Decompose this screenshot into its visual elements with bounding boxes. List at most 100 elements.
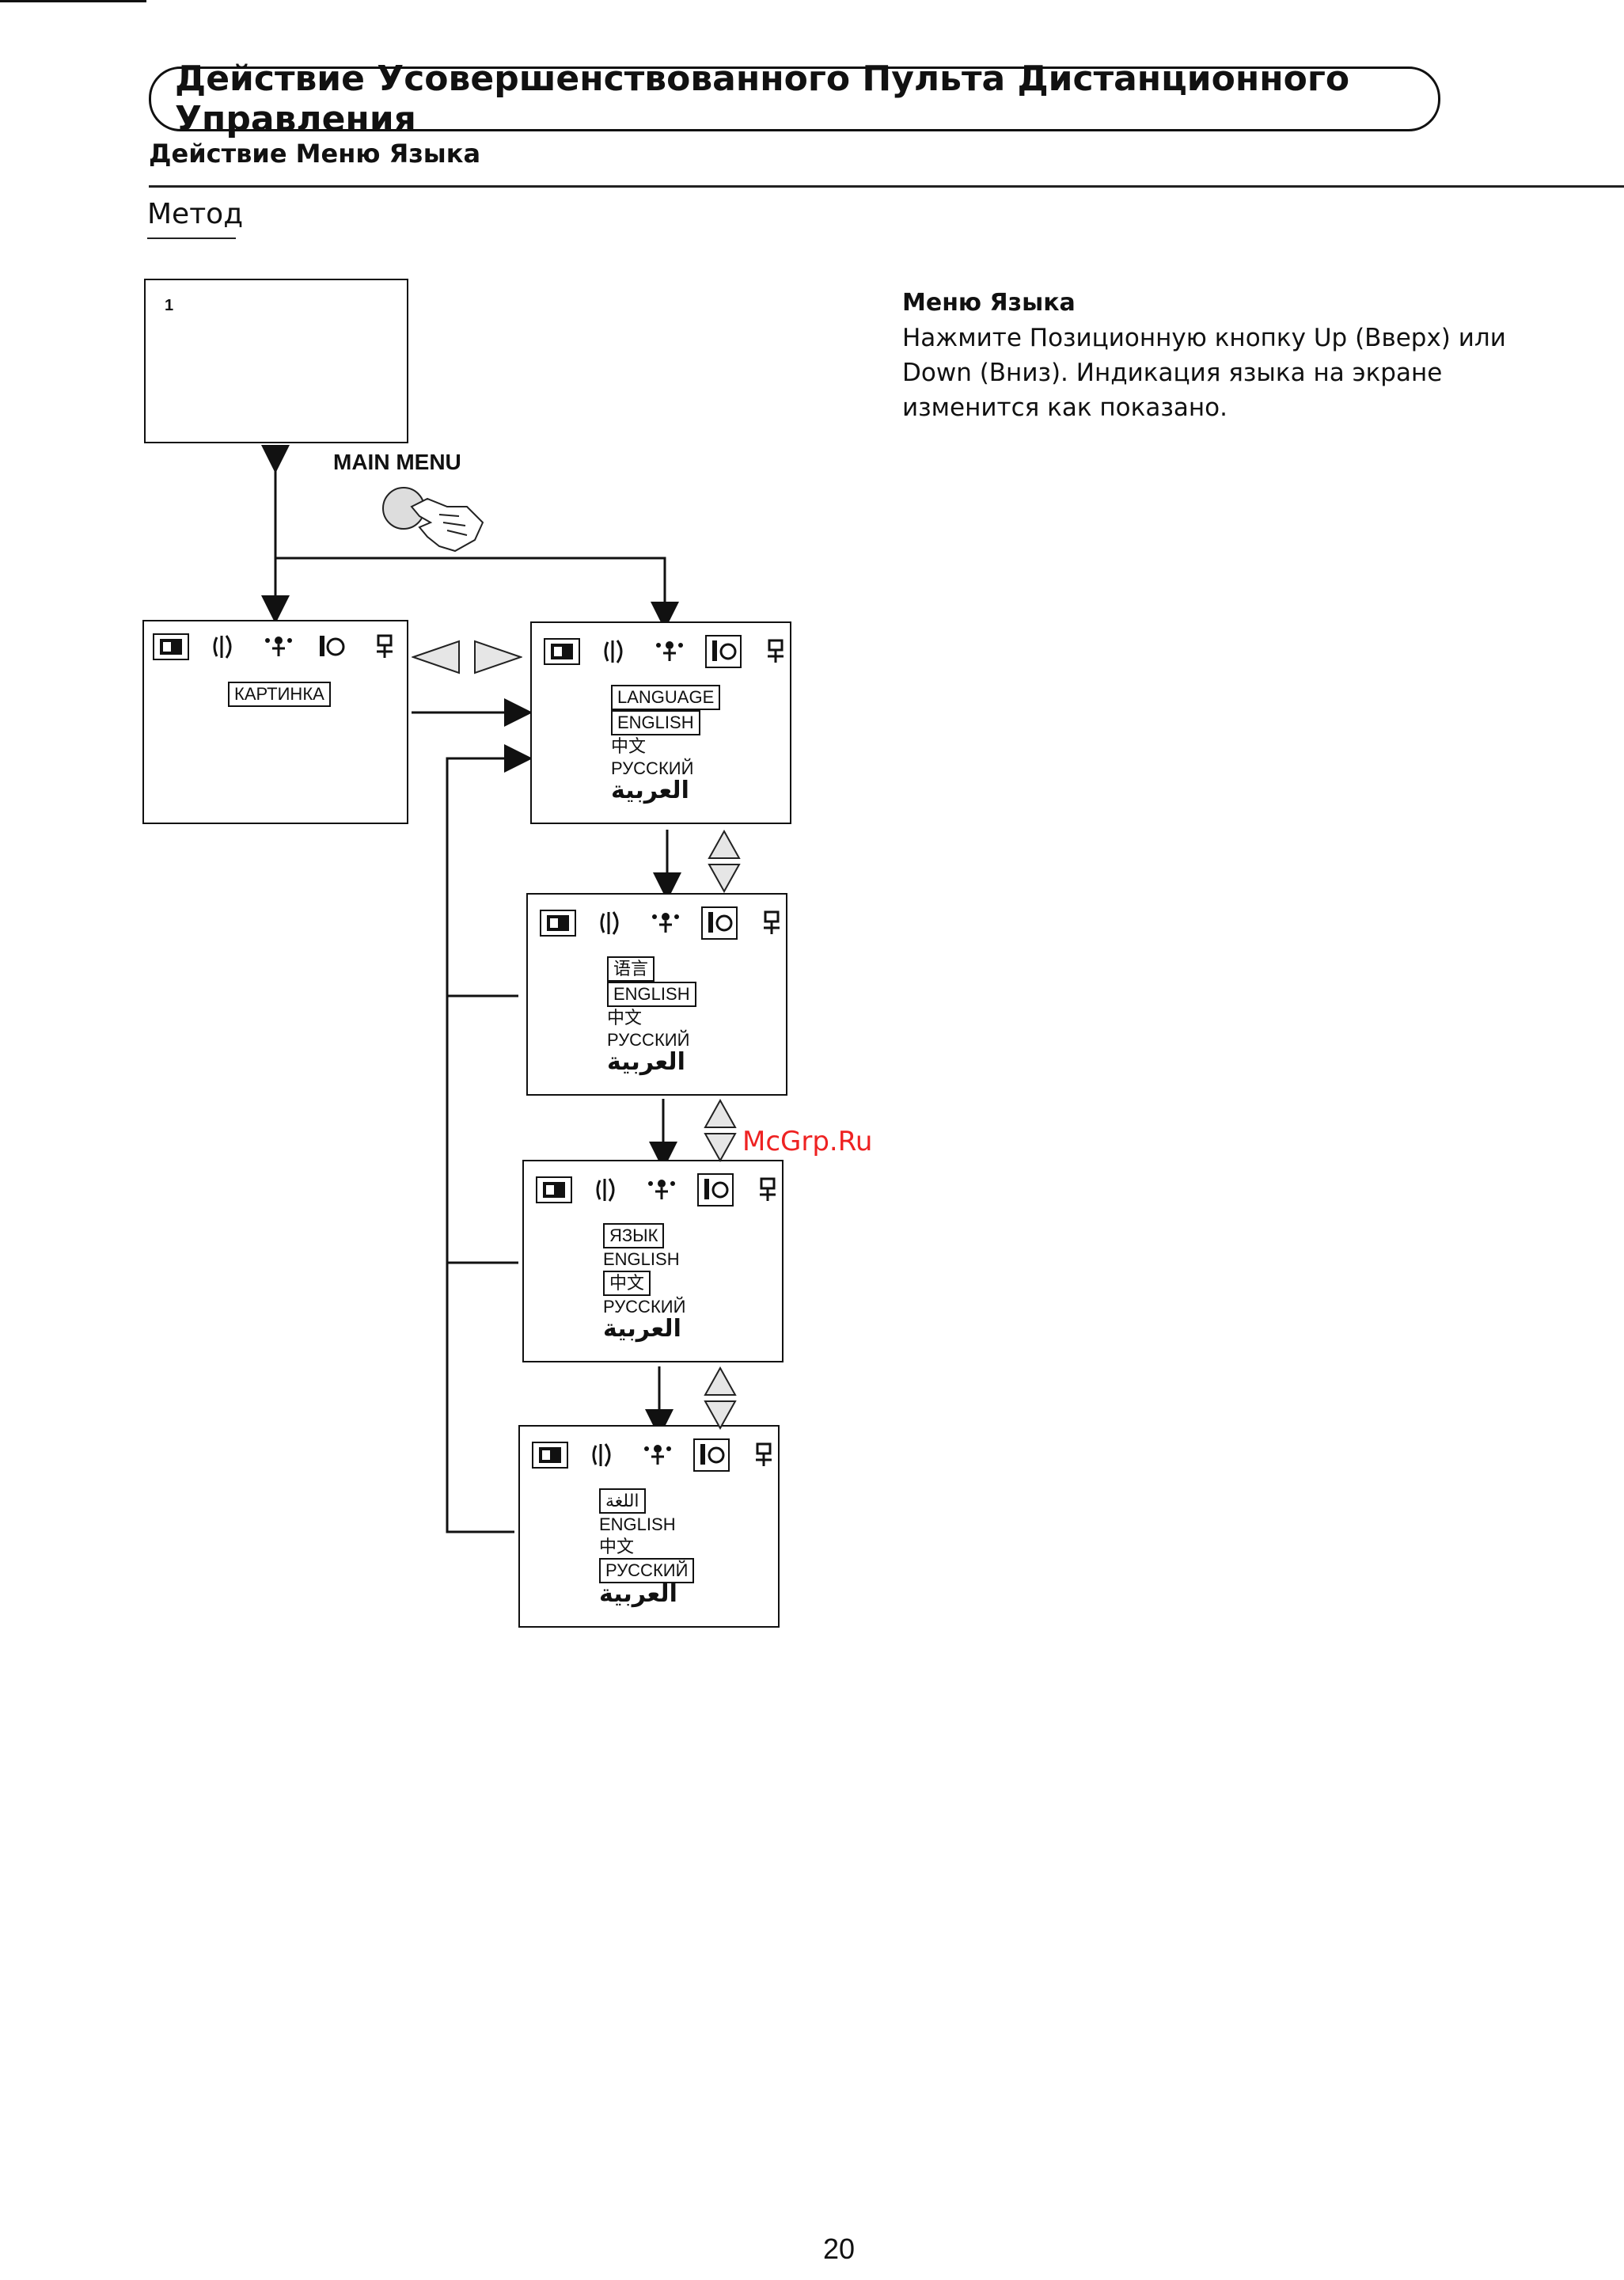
- language-option: ENGLISH: [603, 1249, 680, 1269]
- language-option-row: ENGLISH: [611, 710, 720, 735]
- updown-arrows-3: [704, 1366, 737, 1430]
- language-option-row: العربية: [599, 1583, 694, 1606]
- language-option-row: العربية: [611, 777, 720, 804]
- divider: [149, 185, 1624, 188]
- language-option: ENGLISH: [611, 710, 700, 735]
- language-option: 中文: [611, 736, 647, 756]
- timer-icon: [756, 1442, 772, 1466]
- instructions-heading: Меню Языка: [902, 289, 1076, 317]
- language-option-row: РУССКИЙ: [607, 1029, 696, 1051]
- setup-icon: [648, 1180, 675, 1199]
- sound-icon: [600, 911, 619, 935]
- language-menu-title: LANGUAGE: [611, 685, 721, 710]
- setup-icon: [652, 913, 679, 933]
- picture-menu-label: КАРТИНКА: [228, 682, 331, 707]
- language-option: العربية: [599, 1581, 677, 1607]
- language-option-row: العربية: [607, 1051, 696, 1074]
- left-arrow-icon: [412, 640, 460, 674]
- language-option-row: ENGLISH: [607, 982, 696, 1007]
- picture-icon: [540, 910, 576, 937]
- menu-icon-row: [539, 906, 784, 940]
- language-icon: [320, 636, 345, 656]
- instructions-text: Нажмите Позиционную кнопку Up (Вверх) ил…: [902, 324, 1506, 422]
- language-icon: [701, 906, 738, 940]
- language-option: 中文: [603, 1271, 651, 1296]
- language-option-row: РУССКИЙ: [599, 1558, 695, 1583]
- left-right-arrows: [412, 640, 522, 674]
- setup-icon: [656, 641, 683, 661]
- language-option: 中文: [599, 1537, 635, 1556]
- language-option: العربية: [611, 777, 689, 804]
- picture-icon: [544, 638, 580, 665]
- screen-number: 1: [165, 297, 174, 314]
- language-icon: [697, 1173, 734, 1206]
- language-option-row: 中文: [611, 735, 720, 758]
- language-option: РУССКИЙ: [611, 758, 694, 778]
- title-frame: Действие Усовершенствованного Пульта Дис…: [149, 59, 1440, 139]
- timer-icon: [377, 634, 393, 658]
- language-option: العربية: [607, 1049, 685, 1075]
- updown-arrows-2: [704, 1099, 737, 1162]
- up-arrow-icon: [704, 1366, 737, 1396]
- top-rule: [0, 0, 146, 2]
- language-option-row: РУССКИЙ: [611, 758, 720, 780]
- setup-icon: [265, 636, 292, 656]
- sound-icon: [596, 1178, 615, 1202]
- watermark: McGrp.Ru: [742, 1126, 873, 1157]
- timer-icon: [768, 639, 784, 663]
- language-option: РУССКИЙ: [603, 1297, 686, 1317]
- language-icon: [705, 635, 742, 668]
- picture-icon: [153, 633, 189, 660]
- page-number: 20: [823, 2232, 856, 2265]
- language-option: ENGLISH: [599, 1514, 676, 1534]
- right-arrow-icon: [474, 640, 522, 674]
- language-option: العربية: [603, 1316, 681, 1342]
- menu-icon-row: [531, 1438, 776, 1472]
- updown-arrows-1: [708, 830, 741, 893]
- screen-picture-menu: КАРТИНКА: [142, 620, 408, 824]
- language-option-row: ENGLISH: [599, 1514, 694, 1536]
- main-menu-label: MAIN MENU: [333, 450, 461, 474]
- method-underline: [147, 238, 236, 239]
- down-arrow-icon: [704, 1133, 737, 1162]
- page-title: Действие Усовершенствованного Пульта Дис…: [175, 59, 1350, 139]
- language-option-row: العربية: [603, 1316, 685, 1342]
- language-menu-title: 语言: [607, 956, 655, 982]
- timer-icon: [764, 910, 780, 934]
- down-arrow-icon: [708, 864, 741, 893]
- up-arrow-icon: [708, 830, 741, 859]
- language-option: РУССКИЙ: [607, 1030, 690, 1050]
- timer-icon: [760, 1177, 776, 1201]
- menu-icon-row: [535, 1173, 780, 1207]
- language-option: ENGLISH: [607, 982, 696, 1007]
- sound-icon: [213, 635, 232, 659]
- language-option-row: 中文: [603, 1271, 685, 1296]
- language-menu-title: ЯЗЫК: [603, 1223, 665, 1248]
- hand-press-icon: [382, 487, 484, 553]
- up-arrow-icon: [704, 1099, 737, 1128]
- sound-icon: [592, 1443, 611, 1467]
- method-heading: Метод: [147, 198, 244, 230]
- language-option: 中文: [607, 1008, 643, 1028]
- menu-icon-row: [543, 635, 788, 669]
- language-option-row: 中文: [599, 1536, 694, 1558]
- language-icon: [693, 1438, 730, 1472]
- picture-icon: [532, 1442, 568, 1469]
- menu-icon-row: [152, 633, 405, 661]
- sound-icon: [604, 640, 623, 663]
- language-menu-title: اللغة: [599, 1488, 646, 1514]
- picture-icon: [536, 1176, 572, 1203]
- screen-normal: [144, 279, 408, 443]
- language-option: РУССКИЙ: [599, 1558, 695, 1583]
- down-arrow-icon: [704, 1400, 737, 1430]
- setup-icon: [644, 1445, 671, 1465]
